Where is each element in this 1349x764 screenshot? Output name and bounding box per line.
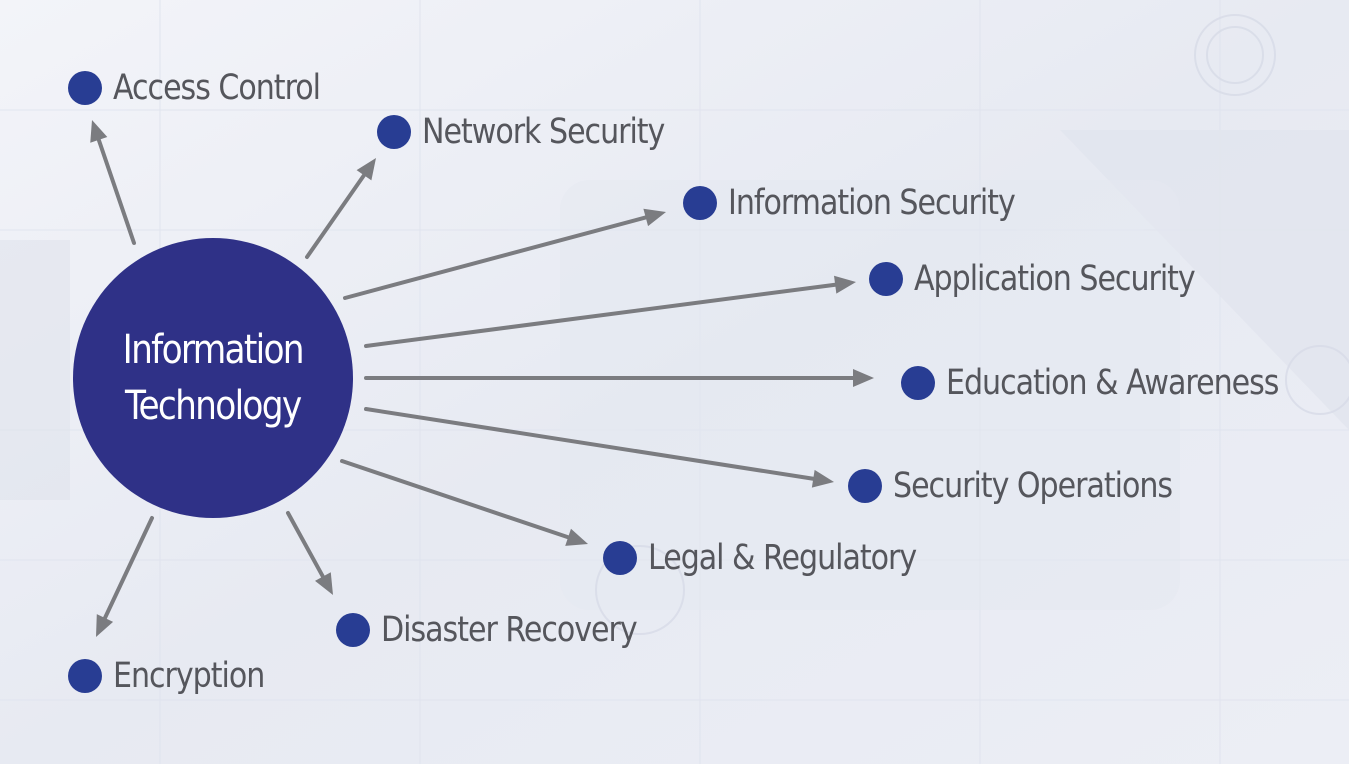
- center-node-label: Information Technology: [122, 327, 305, 429]
- bullet-dot: [68, 659, 102, 693]
- arrow-head-security-operations: [811, 469, 834, 488]
- bullet-dot: [901, 366, 935, 400]
- bullet-dot: [336, 613, 370, 647]
- node-access-control: Access Control: [68, 68, 354, 108]
- bullet-dot: [603, 541, 637, 575]
- node-label: Access Control: [113, 68, 321, 108]
- arrow-line-network-security: [305, 173, 366, 259]
- node-label: Application Security: [914, 259, 1196, 299]
- arrow-head-education-awareness: [853, 369, 874, 387]
- bullet-dot: [68, 71, 102, 105]
- arrow-head-information-security: [643, 208, 666, 227]
- arrow-head-network-security: [356, 158, 376, 181]
- arrow-head-access-control: [90, 120, 108, 143]
- arrow-line-security-operations: [364, 407, 816, 481]
- arrow-line-encryption: [102, 516, 154, 620]
- bullet-dot: [848, 469, 882, 503]
- arrow-head-disaster-recovery: [315, 572, 333, 595]
- node-label: Network Security: [422, 112, 665, 152]
- bullet-dot: [869, 262, 903, 296]
- node-information-security: Information Security: [683, 183, 1061, 223]
- arrow-head-legal-regulatory: [565, 528, 588, 546]
- arrow-line-disaster-recovery: [286, 511, 325, 579]
- arrow-line-access-control: [96, 137, 136, 245]
- arrow-line-application-security: [364, 282, 838, 348]
- bullet-dot: [377, 115, 411, 149]
- node-label: Disaster Recovery: [381, 610, 638, 650]
- arrow-line-information-security: [343, 215, 648, 300]
- node-disaster-recovery: Disaster Recovery: [336, 610, 678, 650]
- node-label: Information Security: [728, 183, 1016, 223]
- node-label: Legal & Regulatory: [648, 538, 917, 578]
- arrow-head-application-security: [834, 275, 856, 294]
- node-encryption: Encryption: [68, 656, 289, 696]
- node-label: Security Operations: [893, 466, 1173, 506]
- arrow-head-encryption: [96, 614, 114, 637]
- node-security-operations: Security Operations: [848, 466, 1217, 506]
- node-label: Education & Awareness: [946, 363, 1279, 403]
- bullet-dot: [683, 186, 717, 220]
- node-label: Encryption: [113, 656, 265, 696]
- node-education-awareness: Education & Awareness: [901, 363, 1333, 403]
- node-legal-regulatory: Legal & Regulatory: [603, 538, 960, 578]
- arrow-line-legal-regulatory: [340, 459, 571, 540]
- node-network-security: Network Security: [377, 112, 704, 152]
- node-application-security: Application Security: [869, 259, 1240, 299]
- center-node-information-technology: Information Technology: [73, 238, 353, 518]
